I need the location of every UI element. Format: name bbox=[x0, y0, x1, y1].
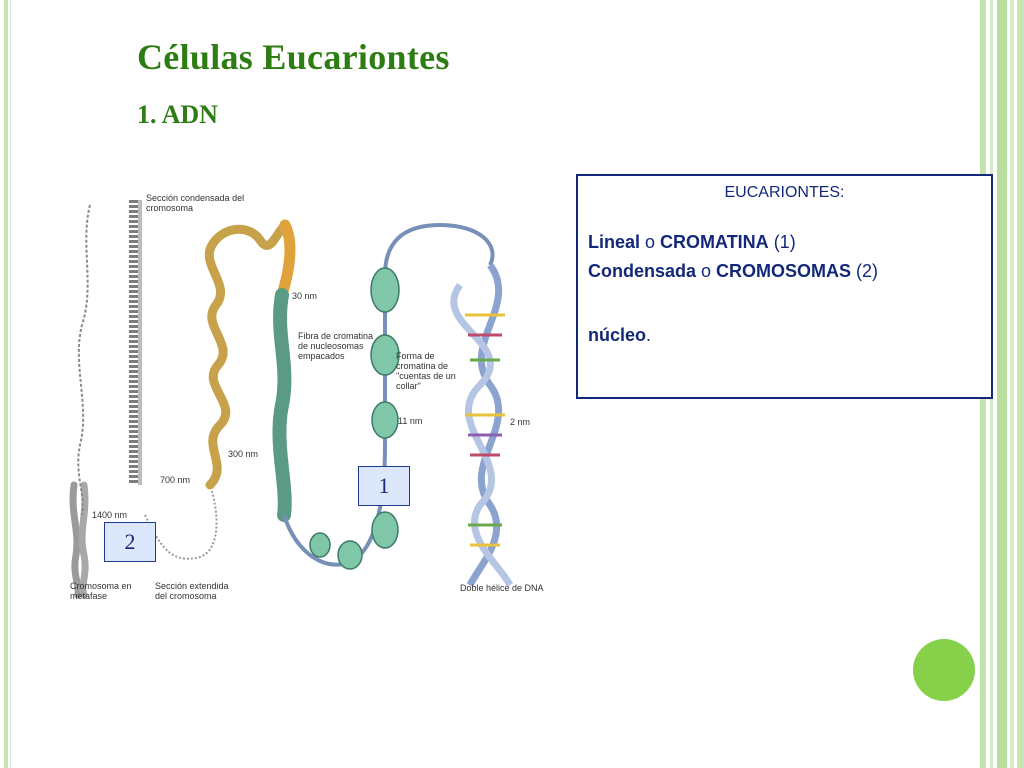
term-cromatina: CROMATINA bbox=[660, 232, 769, 252]
slide-border-left bbox=[4, 0, 8, 768]
term-nucleo: núcleo bbox=[588, 325, 647, 345]
term-condensada: Condensada bbox=[588, 261, 697, 281]
dna-packaging-diagram: Sección condensada del cromosoma 30 nm F… bbox=[60, 185, 550, 610]
connector-o: o bbox=[696, 261, 717, 281]
beads-on-string bbox=[282, 222, 495, 567]
marker-1-chromatin: 1 bbox=[358, 466, 410, 506]
slide-title: Células Eucariontes bbox=[137, 37, 450, 77]
nucleosome-beads bbox=[309, 267, 400, 570]
eucariontes-info-box: EUCARIONTES: Lineal o CROMATINA (1) Cond… bbox=[576, 174, 993, 399]
ref-2: (2) bbox=[851, 261, 879, 281]
chromatin-300nm-loops bbox=[204, 220, 290, 490]
marker-2-chromosome: 2 bbox=[104, 522, 156, 562]
term-lineal: Lineal bbox=[588, 232, 641, 252]
term-cromosomas: CROMOSOMAS bbox=[716, 261, 852, 281]
dna-packaging-illustration bbox=[69, 200, 514, 599]
slide-subtitle: 1. ADN bbox=[137, 100, 218, 129]
slide-border-right bbox=[997, 0, 1007, 768]
decorative-green-circle bbox=[913, 639, 975, 701]
label-condensed-section: Sección condensada del cromosoma bbox=[146, 193, 245, 213]
label-300nm: 300 nm bbox=[228, 449, 259, 459]
info-line-nucleo: núcleo. bbox=[588, 321, 981, 350]
packed-nucleosome-fiber bbox=[272, 288, 292, 522]
spacer bbox=[588, 286, 981, 321]
label-700nm: 700 nm bbox=[160, 475, 191, 485]
label-11nm: 11 nm bbox=[398, 416, 423, 426]
extended-section-thread bbox=[144, 484, 218, 560]
dna-double-helix bbox=[450, 262, 514, 587]
label-1400nm: 1400 nm bbox=[92, 510, 128, 520]
info-box-title: EUCARIONTES: bbox=[724, 184, 845, 201]
ref-1: (1) bbox=[768, 232, 796, 252]
label-double-helix: Doble hélice de DNA bbox=[460, 583, 544, 593]
label-chromatin-fiber: Fibra de cromatina de nucleosomas empaca… bbox=[298, 331, 374, 361]
condensed-fiber-strand bbox=[77, 204, 91, 516]
slide-border-right bbox=[1010, 0, 1014, 768]
period: . bbox=[646, 325, 652, 345]
label-extended-section: Sección extendida del cromosoma bbox=[155, 581, 229, 601]
slide-border-right bbox=[1017, 0, 1024, 768]
info-line-condensada: Condensada o CROMOSOMAS (2) bbox=[588, 257, 981, 286]
label-30nm: 30 nm bbox=[292, 291, 318, 301]
info-line-lineal: Lineal o CROMATINA (1) bbox=[588, 228, 981, 257]
label-metaphase-chromosome: Cromosoma en metafase bbox=[70, 581, 132, 601]
chromatin-30nm-fiber bbox=[276, 219, 296, 301]
connector-o: o bbox=[640, 232, 661, 252]
metaphase-chromosome bbox=[69, 481, 89, 599]
label-beads-on-string: Forma de cromatina de "cuentas de un col… bbox=[396, 351, 456, 391]
label-2nm: 2 nm bbox=[510, 417, 531, 427]
slide-border-left-thin bbox=[10, 0, 11, 768]
